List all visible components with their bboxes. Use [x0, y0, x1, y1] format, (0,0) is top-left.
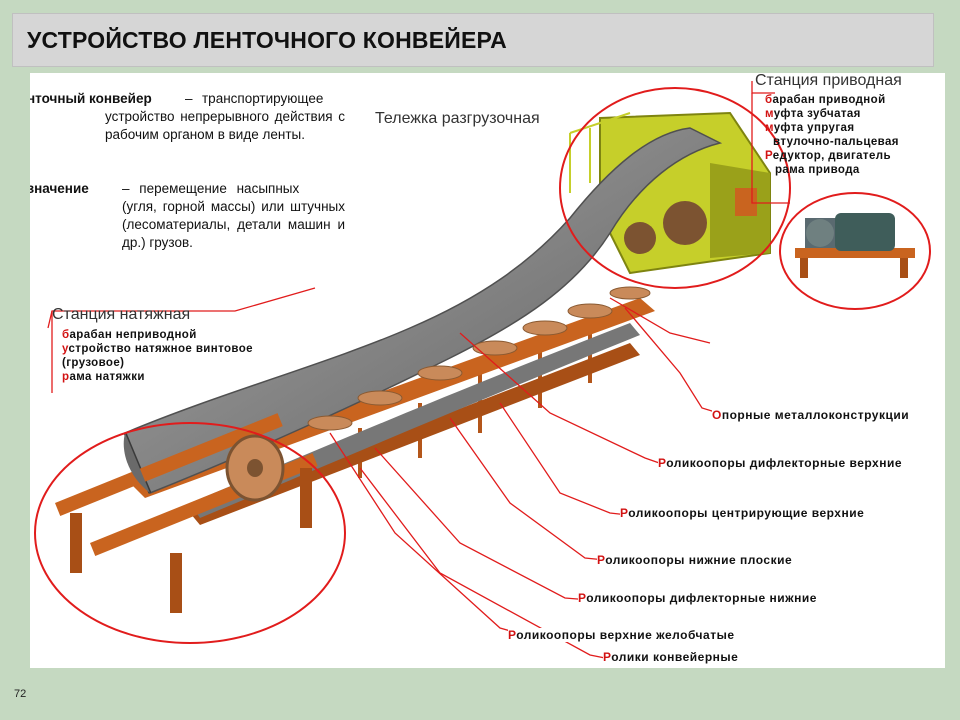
conveyor-text-line1: транспортирующее [202, 91, 324, 106]
conveyor-belt [124, 127, 723, 494]
drive-station-outline [779, 192, 931, 310]
part-label-deflector-lower: Роликоопоры дифлекторные нижние [578, 591, 817, 605]
unloading-cart-title: Тележка разгрузочная [375, 110, 540, 127]
tension-station-title: Станция натяжная [52, 306, 191, 323]
tension-item: (грузовое) [62, 357, 125, 369]
unloading-cart-outline [559, 87, 791, 289]
tension-item: устройство натяжное винтовое [62, 343, 253, 355]
drive-item: муфта упругая [765, 122, 855, 134]
part-label-troughing-upper: Роликоопоры верхние желобчатые [508, 628, 735, 642]
title-bar: УСТРОЙСТВО ЛЕНТОЧНОГО КОНВЕЙЕРА [12, 13, 934, 67]
drive-item: рама привода [775, 164, 860, 176]
tension-item: барабан неприводной [62, 329, 197, 341]
purpose-text-line1: – перемещение насыпных [122, 181, 300, 196]
idler-rollers [307, 286, 651, 431]
conveyor-dash: – [185, 91, 193, 106]
part-label-centering-upper: Роликоопоры центрирующие верхние [620, 506, 865, 520]
tension-item: рама натяжки [62, 371, 145, 383]
tension-station [55, 413, 318, 613]
drive-item: муфта зубчатая [765, 108, 861, 120]
part-label-rollers: Ролики конвейерные [603, 650, 739, 664]
callout-outlines [34, 87, 931, 644]
conveyor-term: Ленточный конвейер [30, 91, 152, 106]
part-label-supports: Опорные металлоконструкции [712, 408, 910, 422]
page-number: 72 [14, 688, 27, 700]
leader-lines [47, 81, 790, 659]
purpose-term: Назначение [30, 181, 89, 196]
tension-station-outline [34, 422, 346, 644]
conveyor-text: устройство непрерывного действия с рабоч… [105, 109, 345, 142]
drive-item: барабан приводной [765, 94, 886, 106]
drive-station-list: барабан приводной муфта зубчатая муфта у… [765, 93, 899, 177]
slide-title: УСТРОЙСТВО ЛЕНТОЧНОГО КОНВЕЙЕРА [27, 27, 507, 53]
drive-item: втулочно-пальцевая [773, 136, 899, 148]
drive-station-title: Станция приводная [755, 73, 902, 89]
purpose-text: (угля, горной массы) или штучных (лесома… [122, 199, 345, 250]
tension-station-list: барабан неприводной устройство натяжное … [62, 328, 253, 384]
part-label-deflector-upper: Роликоопоры дифлекторные верхние [658, 456, 903, 470]
part-label-lower-flat: Роликоопоры нижние плоские [597, 553, 793, 567]
drive-station-frame [795, 213, 915, 278]
drive-item: Редуктор, двигатель [765, 150, 891, 162]
conveyor-illustration [34, 81, 931, 659]
diagram-panel: Ленточный конвейер – транспортирующее ус… [30, 73, 945, 668]
